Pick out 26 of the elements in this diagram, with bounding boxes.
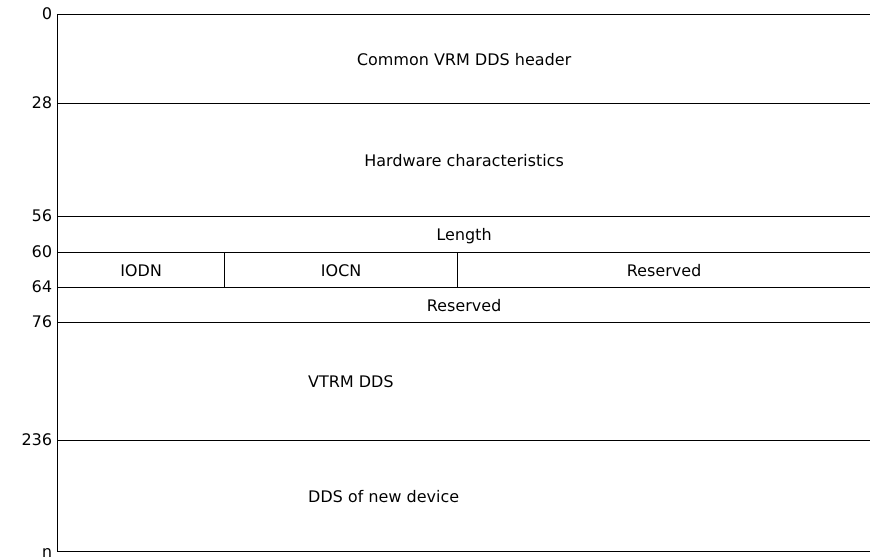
offset-label: 76 — [30, 313, 52, 331]
memory-field — [57, 103, 870, 216]
memory-field — [57, 14, 870, 103]
offset-label: 28 — [30, 94, 52, 112]
field-name: IOCN — [320, 260, 362, 280]
memory-field — [457, 252, 870, 287]
memory-field — [224, 252, 457, 287]
offset-label: 64 — [30, 278, 52, 296]
field-name: Length — [436, 225, 492, 244]
field-name: Common VRM DDS header — [356, 50, 572, 68]
field-name: DDS of new device — [308, 486, 460, 506]
offset-label: 60 — [30, 243, 52, 261]
offset-label: 0 — [40, 5, 52, 23]
offset-label: 236 — [20, 431, 52, 449]
memory-field — [57, 216, 870, 252]
field-name: Reserved — [626, 260, 702, 280]
memory-field — [57, 287, 870, 322]
offset-label: 56 — [30, 207, 52, 225]
field-name: VTRM DDS — [308, 372, 394, 391]
memory-field — [57, 322, 870, 440]
field-name: Reserved — [426, 296, 502, 314]
offset-label: n — [40, 543, 52, 560]
field-name: IODN — [120, 260, 162, 280]
field-name: Hardware characteristics — [364, 150, 564, 170]
memory-field — [57, 252, 224, 287]
memory-field — [57, 440, 870, 552]
